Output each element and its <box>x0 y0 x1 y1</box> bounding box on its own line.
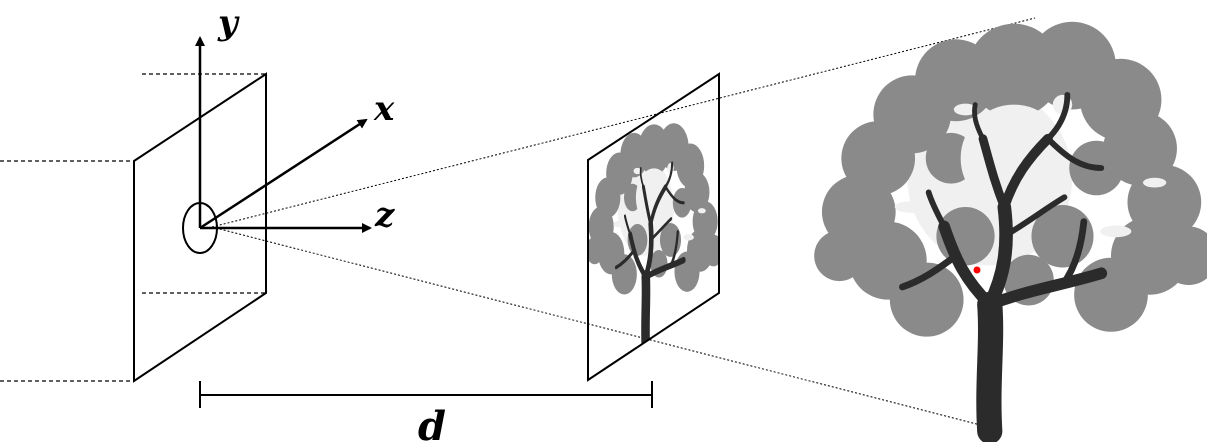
projection-ray-top <box>211 17 1036 228</box>
camera-plane <box>133 72 267 383</box>
guide-lines <box>0 73 266 382</box>
tree-object <box>814 22 1207 432</box>
x-axis-arrow <box>199 118 368 230</box>
tree-point-marker <box>973 266 981 274</box>
image-plane-border <box>587 72 720 382</box>
image-plane <box>586 72 723 382</box>
projected-tree-image <box>586 123 723 346</box>
distance-dimension <box>199 381 653 408</box>
distance-label: d <box>418 403 446 442</box>
z-axis-label: z <box>374 195 395 235</box>
y-axis-label: y <box>217 3 240 43</box>
projection-rays <box>211 17 1036 431</box>
x-axis-label: x <box>373 89 395 129</box>
